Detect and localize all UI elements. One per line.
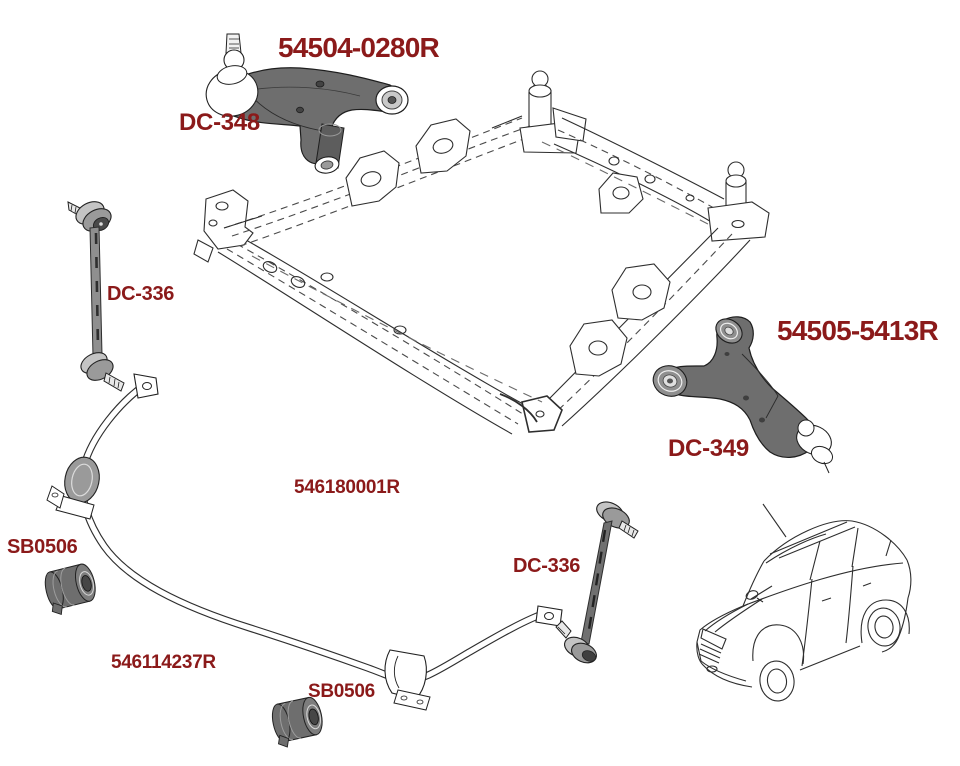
ref-arm-right-label: DC-349 <box>668 435 749 462</box>
ref-link-left-label: DC-336 <box>107 283 175 305</box>
ref-arm-left-label: DC-348 <box>179 109 260 136</box>
control-arm-left-drawing <box>205 33 409 174</box>
part-number-subframe-label: 546180001R <box>294 477 400 498</box>
stabilizer-link-center-drawing <box>555 501 639 664</box>
subframe-drawing <box>193 70 770 435</box>
stabilizer-clamp-center-drawing <box>384 649 431 711</box>
part-number-stabilizer-bar-label: 546114237R <box>111 652 216 673</box>
part-number-arm-left-label: 54504-0280R <box>278 32 440 63</box>
vehicle-drawing <box>696 503 912 702</box>
ref-bushing-left-label: SB0506 <box>7 536 78 558</box>
ref-link-center-label: DC-336 <box>513 555 581 577</box>
stabilizer-bar-drawing <box>46 373 563 711</box>
stabilizer-link-left-drawing <box>67 201 125 392</box>
part-number-arm-right-label: 54505-5413R <box>777 315 939 346</box>
bushing-left-drawing <box>44 563 96 615</box>
control-arm-right-drawing <box>652 316 834 474</box>
ref-bushing-center-label: SB0506 <box>308 681 375 702</box>
bushing-center-drawing <box>271 696 323 748</box>
stabilizer-clamp-left-drawing <box>46 456 100 520</box>
